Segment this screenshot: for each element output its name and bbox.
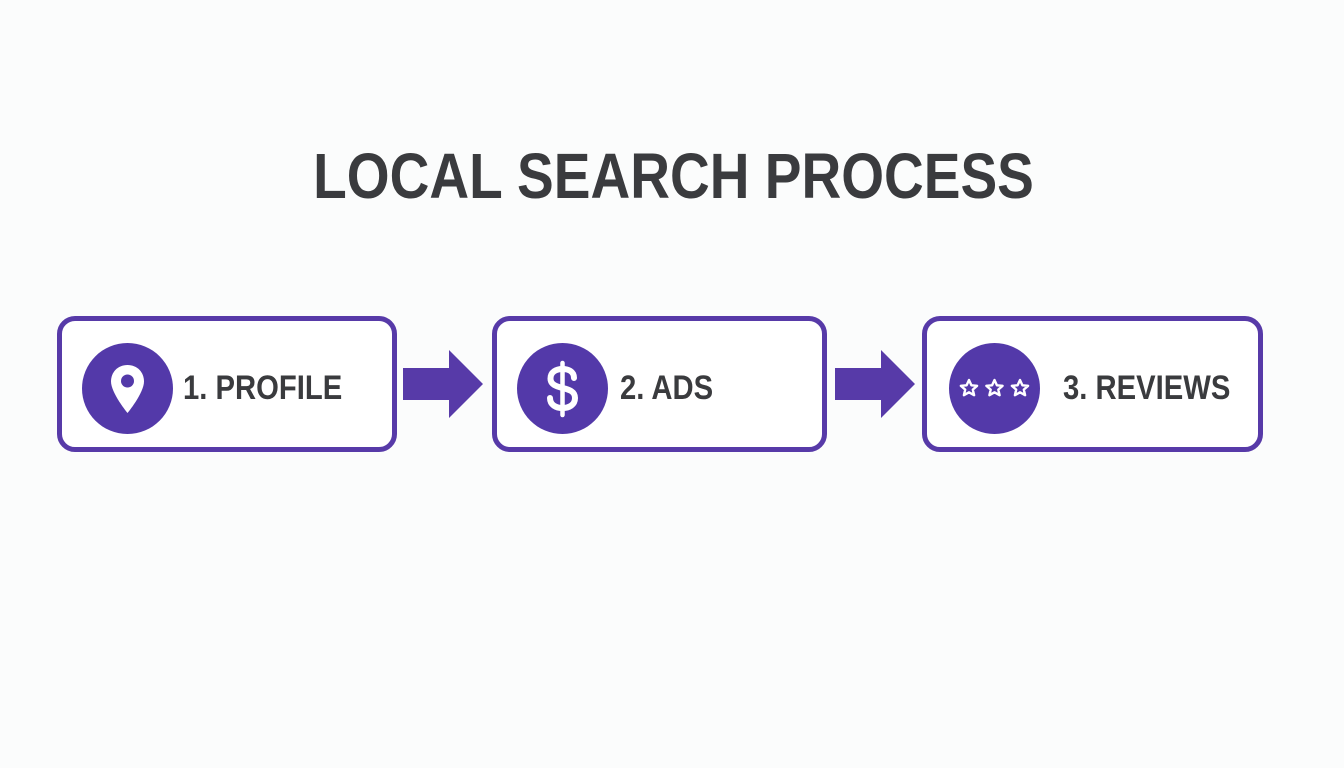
step-label: 3. REVIEWS bbox=[1063, 369, 1231, 407]
dollar-icon bbox=[517, 343, 608, 434]
location-pin-icon bbox=[82, 343, 173, 434]
stars-icon bbox=[949, 343, 1040, 434]
step-ads-box: 2. ADS bbox=[492, 316, 827, 452]
flow-arrow-icon bbox=[403, 350, 483, 418]
diagram-title: LOCAL SEARCH PROCESS bbox=[313, 140, 1034, 212]
step-label: 1. PROFILE bbox=[183, 369, 343, 407]
step-label: 2. ADS bbox=[620, 369, 714, 407]
flow-arrow-icon bbox=[835, 350, 915, 418]
step-reviews-box: 3. REVIEWS bbox=[922, 316, 1263, 452]
step-profile-box: 1. PROFILE bbox=[57, 316, 397, 452]
